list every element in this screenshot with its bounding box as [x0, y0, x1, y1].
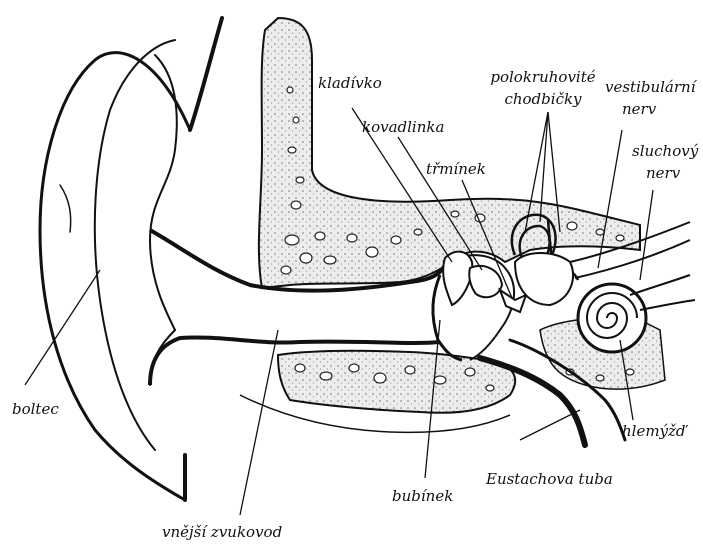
label-vestibularni-line2: nerv — [622, 100, 656, 118]
label-vestibularni-line1: vestibulární — [605, 78, 696, 96]
label-kladivko: kladívko — [318, 74, 382, 92]
label-trminek: třmínek — [426, 160, 486, 178]
label-vnejsi-zvukovod: vnější zvukovod — [162, 523, 282, 541]
label-hlemyzd: hlemýžď — [622, 422, 686, 440]
temporal-bone — [259, 18, 640, 288]
label-kovadlinka: kovadlinka — [362, 118, 444, 136]
label-bubinek: bubínek — [392, 487, 453, 505]
label-boltec: boltec — [12, 400, 59, 418]
label-eustachova-tuba: Eustachova tuba — [486, 470, 613, 488]
label-sluchovy-line1: sluchový — [632, 142, 698, 160]
label-sluchovy-line2: nerv — [646, 164, 680, 182]
cochlea — [578, 284, 646, 352]
label-polokruhovite-line1: polokruhovité — [478, 68, 608, 86]
label-polokruhovite-line2: chodbičky — [478, 90, 608, 108]
